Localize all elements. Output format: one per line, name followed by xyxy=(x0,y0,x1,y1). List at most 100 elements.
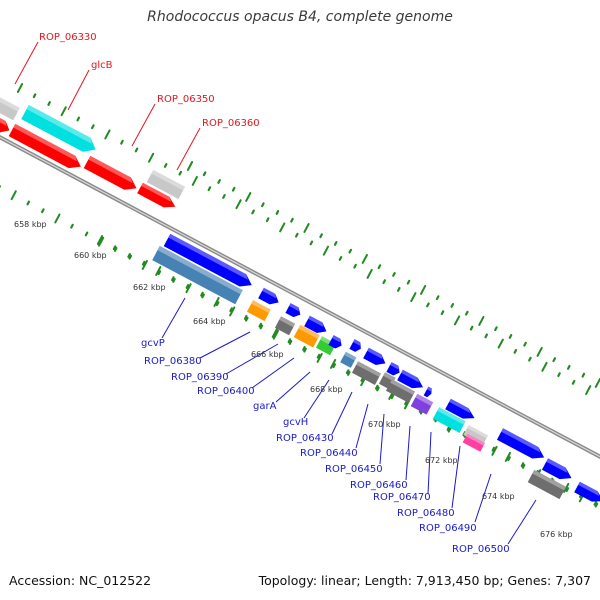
gene-label: gcvH xyxy=(283,417,308,428)
gene-blue-a-shine xyxy=(168,233,248,280)
tick-mark xyxy=(10,190,17,201)
tick-mark xyxy=(120,139,124,145)
tick-mark xyxy=(374,384,379,390)
gene-blue-d xyxy=(304,315,327,334)
tick-mark xyxy=(504,451,512,462)
tick-mark xyxy=(275,210,280,215)
scale-label: 660 kbp xyxy=(74,251,107,260)
tick-mark xyxy=(207,186,212,192)
tick-mark xyxy=(229,306,236,317)
tick-mark xyxy=(172,278,176,283)
tick-mark xyxy=(243,315,248,320)
gene-blue-i xyxy=(397,369,423,389)
tick-mark xyxy=(128,254,133,260)
tick-mark xyxy=(491,445,498,456)
tick-mark xyxy=(360,377,365,382)
tick-mark xyxy=(552,357,557,363)
tick-mark xyxy=(322,245,330,256)
gene-rop06330-shine xyxy=(0,93,20,112)
tick-mark xyxy=(520,462,525,468)
gene-label: ROP_06500 xyxy=(452,544,510,555)
gene-label: ROP_06470 xyxy=(373,492,431,503)
leader-line xyxy=(331,391,353,435)
leader-line xyxy=(451,445,461,509)
gene-blue-g xyxy=(363,347,386,366)
gene-label: ROP_06380 xyxy=(144,356,202,367)
gene-blue-d-shine xyxy=(308,315,324,328)
tick-mark xyxy=(84,231,89,237)
gene-rop06480-gray xyxy=(463,425,489,446)
leader-line xyxy=(225,343,279,375)
tick-mark xyxy=(60,106,67,117)
gene-label: ROP_06450 xyxy=(325,464,383,475)
gene-blue-d-body xyxy=(304,315,327,334)
gene-rop06480 xyxy=(462,433,486,452)
tick-mark xyxy=(265,217,270,223)
gene-red-3-shine xyxy=(141,182,172,202)
gene-blue-k-body xyxy=(445,398,475,419)
gene-blue-m xyxy=(541,458,572,480)
tick-mark xyxy=(258,322,263,328)
tick-mark xyxy=(134,147,139,153)
tick-mark xyxy=(229,307,233,313)
gene-blue-b-body xyxy=(258,287,279,305)
leader-layer xyxy=(14,41,537,545)
tick-mark xyxy=(406,279,411,285)
scale-label: 676 kbp xyxy=(540,530,573,539)
tick-mark xyxy=(98,236,105,247)
gene-glcb-shine xyxy=(26,104,92,144)
gene-red-2 xyxy=(83,155,137,190)
gene-rop06470-body xyxy=(432,407,466,433)
gene-glcb xyxy=(21,104,96,152)
tick-mark xyxy=(217,179,221,184)
gene-layer xyxy=(0,93,600,502)
gene-rop06460-body xyxy=(410,393,434,415)
map-title: Rhodococcus opacus B4, complete genome xyxy=(147,9,453,25)
gene-rop06330 xyxy=(0,93,20,121)
tick-mark xyxy=(453,315,461,326)
gene-rop06380 xyxy=(246,300,271,322)
gene-label: ROP_06440 xyxy=(300,448,358,459)
scale-label: 658 kbp xyxy=(14,220,47,229)
gene-blue-f-body xyxy=(349,339,361,352)
tick-mark xyxy=(213,296,220,307)
tick-mark xyxy=(353,263,357,269)
gene-blue-n-shine xyxy=(578,481,600,497)
tick-mark xyxy=(141,260,146,266)
tick-mark xyxy=(259,324,264,330)
gene-red-2-shine xyxy=(88,155,133,184)
gene-rop06480-shine xyxy=(465,433,486,446)
gene-rop06380-body xyxy=(246,300,271,322)
tick-mark xyxy=(497,338,504,349)
tick-mark xyxy=(507,456,511,462)
gene-red-1-shine xyxy=(13,123,77,162)
tick-mark xyxy=(523,341,527,347)
gene-rop06480-body xyxy=(462,433,486,452)
gene-label: ROP_06460 xyxy=(350,480,408,491)
gene-rop06480-gray-body xyxy=(463,425,489,446)
gene-gcvp-body xyxy=(152,245,243,305)
gene-red-2-body xyxy=(83,155,137,190)
tick-mark xyxy=(32,93,37,99)
leader-line xyxy=(131,103,156,147)
tick-mark xyxy=(245,192,252,202)
tick-mark xyxy=(536,346,543,357)
tick-mark xyxy=(302,346,306,351)
gene-rop06460 xyxy=(410,393,434,415)
tick-mark xyxy=(521,463,526,469)
gene-blue-e xyxy=(328,335,342,349)
tick-mark xyxy=(376,386,380,392)
tick-mark xyxy=(508,333,513,339)
tick-mark xyxy=(171,276,175,282)
gene-rop06330-body xyxy=(0,93,20,121)
gene-blue-m-shine xyxy=(546,458,568,473)
tick-mark xyxy=(148,152,155,163)
leader-line xyxy=(176,127,201,171)
gene-rop06400-body xyxy=(293,324,320,348)
gene-rop06500-body xyxy=(527,469,567,500)
tick-mark xyxy=(581,372,586,378)
gene-blue-h xyxy=(386,362,400,376)
gene-rop06440-shine xyxy=(383,372,396,382)
leader-line xyxy=(161,297,186,339)
